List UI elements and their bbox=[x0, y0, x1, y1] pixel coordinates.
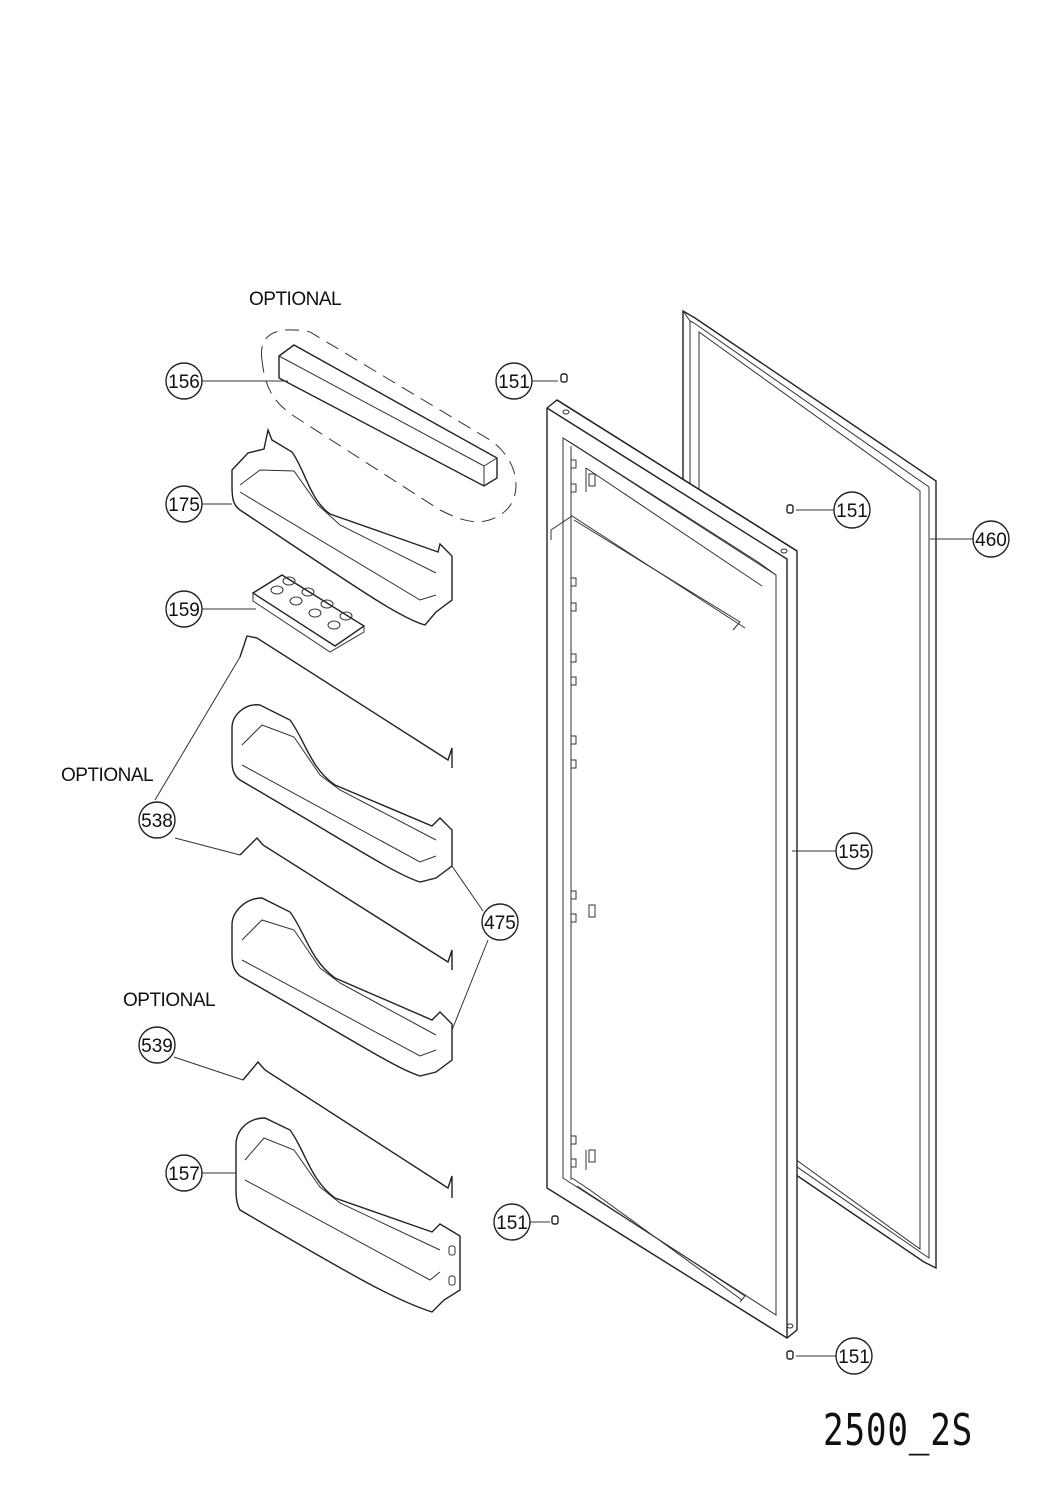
leader-lines bbox=[154, 380, 973, 1357]
callout-475-number: 475 bbox=[484, 913, 516, 934]
callout-539-number: 539 bbox=[141, 1036, 173, 1057]
callout-151-mid: 151 bbox=[833, 491, 871, 529]
door-shelf-475-lower bbox=[231, 897, 453, 1077]
callout-157: 157 bbox=[165, 1154, 203, 1192]
door-liner bbox=[546, 399, 798, 1339]
door-shelf-475-upper bbox=[231, 704, 453, 883]
callout-460: 460 bbox=[972, 520, 1010, 558]
bottle-guard-539-upper bbox=[239, 836, 453, 970]
optional-label-middle: OPTIONAL bbox=[61, 765, 154, 786]
dairy-lid bbox=[260, 329, 517, 523]
callout-538-number: 538 bbox=[141, 811, 173, 832]
door-shelf-175 bbox=[231, 427, 453, 626]
callout-460-number: 460 bbox=[975, 530, 1007, 551]
callout-156-number: 156 bbox=[168, 372, 200, 393]
callout-151-low: 151 bbox=[493, 1203, 531, 1241]
callout-175-number: 175 bbox=[168, 495, 200, 516]
bottle-guard-538 bbox=[239, 635, 453, 768]
callout-159: 159 bbox=[165, 590, 203, 628]
bottle-guard-539-lower bbox=[242, 1060, 453, 1198]
callout-159-number: 159 bbox=[168, 600, 200, 621]
callout-538: 538 bbox=[138, 801, 176, 839]
bottle-shelf-157 bbox=[235, 1117, 461, 1313]
hinge-cap-parts bbox=[551, 373, 794, 1360]
callout-151-top: 151 bbox=[495, 362, 533, 400]
callout-151-top-number: 151 bbox=[498, 372, 530, 393]
egg-tray bbox=[251, 574, 366, 653]
callout-151-mid-number: 151 bbox=[836, 501, 868, 522]
callout-475: 475 bbox=[481, 903, 519, 941]
callout-155: 155 bbox=[835, 832, 873, 870]
callout-151-low-number: 151 bbox=[496, 1213, 528, 1234]
callout-151-bottom-number: 151 bbox=[838, 1347, 870, 1368]
optional-label-top: OPTIONAL bbox=[249, 289, 342, 310]
callout-175: 175 bbox=[165, 485, 203, 523]
callout-151-bottom: 151 bbox=[835, 1337, 873, 1375]
callout-157-number: 157 bbox=[168, 1164, 200, 1185]
drawing-code: 2500_2S bbox=[823, 1405, 974, 1456]
optional-label-bottom: OPTIONAL bbox=[123, 990, 216, 1011]
callout-539: 539 bbox=[138, 1026, 176, 1064]
callout-156: 156 bbox=[165, 362, 203, 400]
callout-155-number: 155 bbox=[838, 842, 870, 863]
